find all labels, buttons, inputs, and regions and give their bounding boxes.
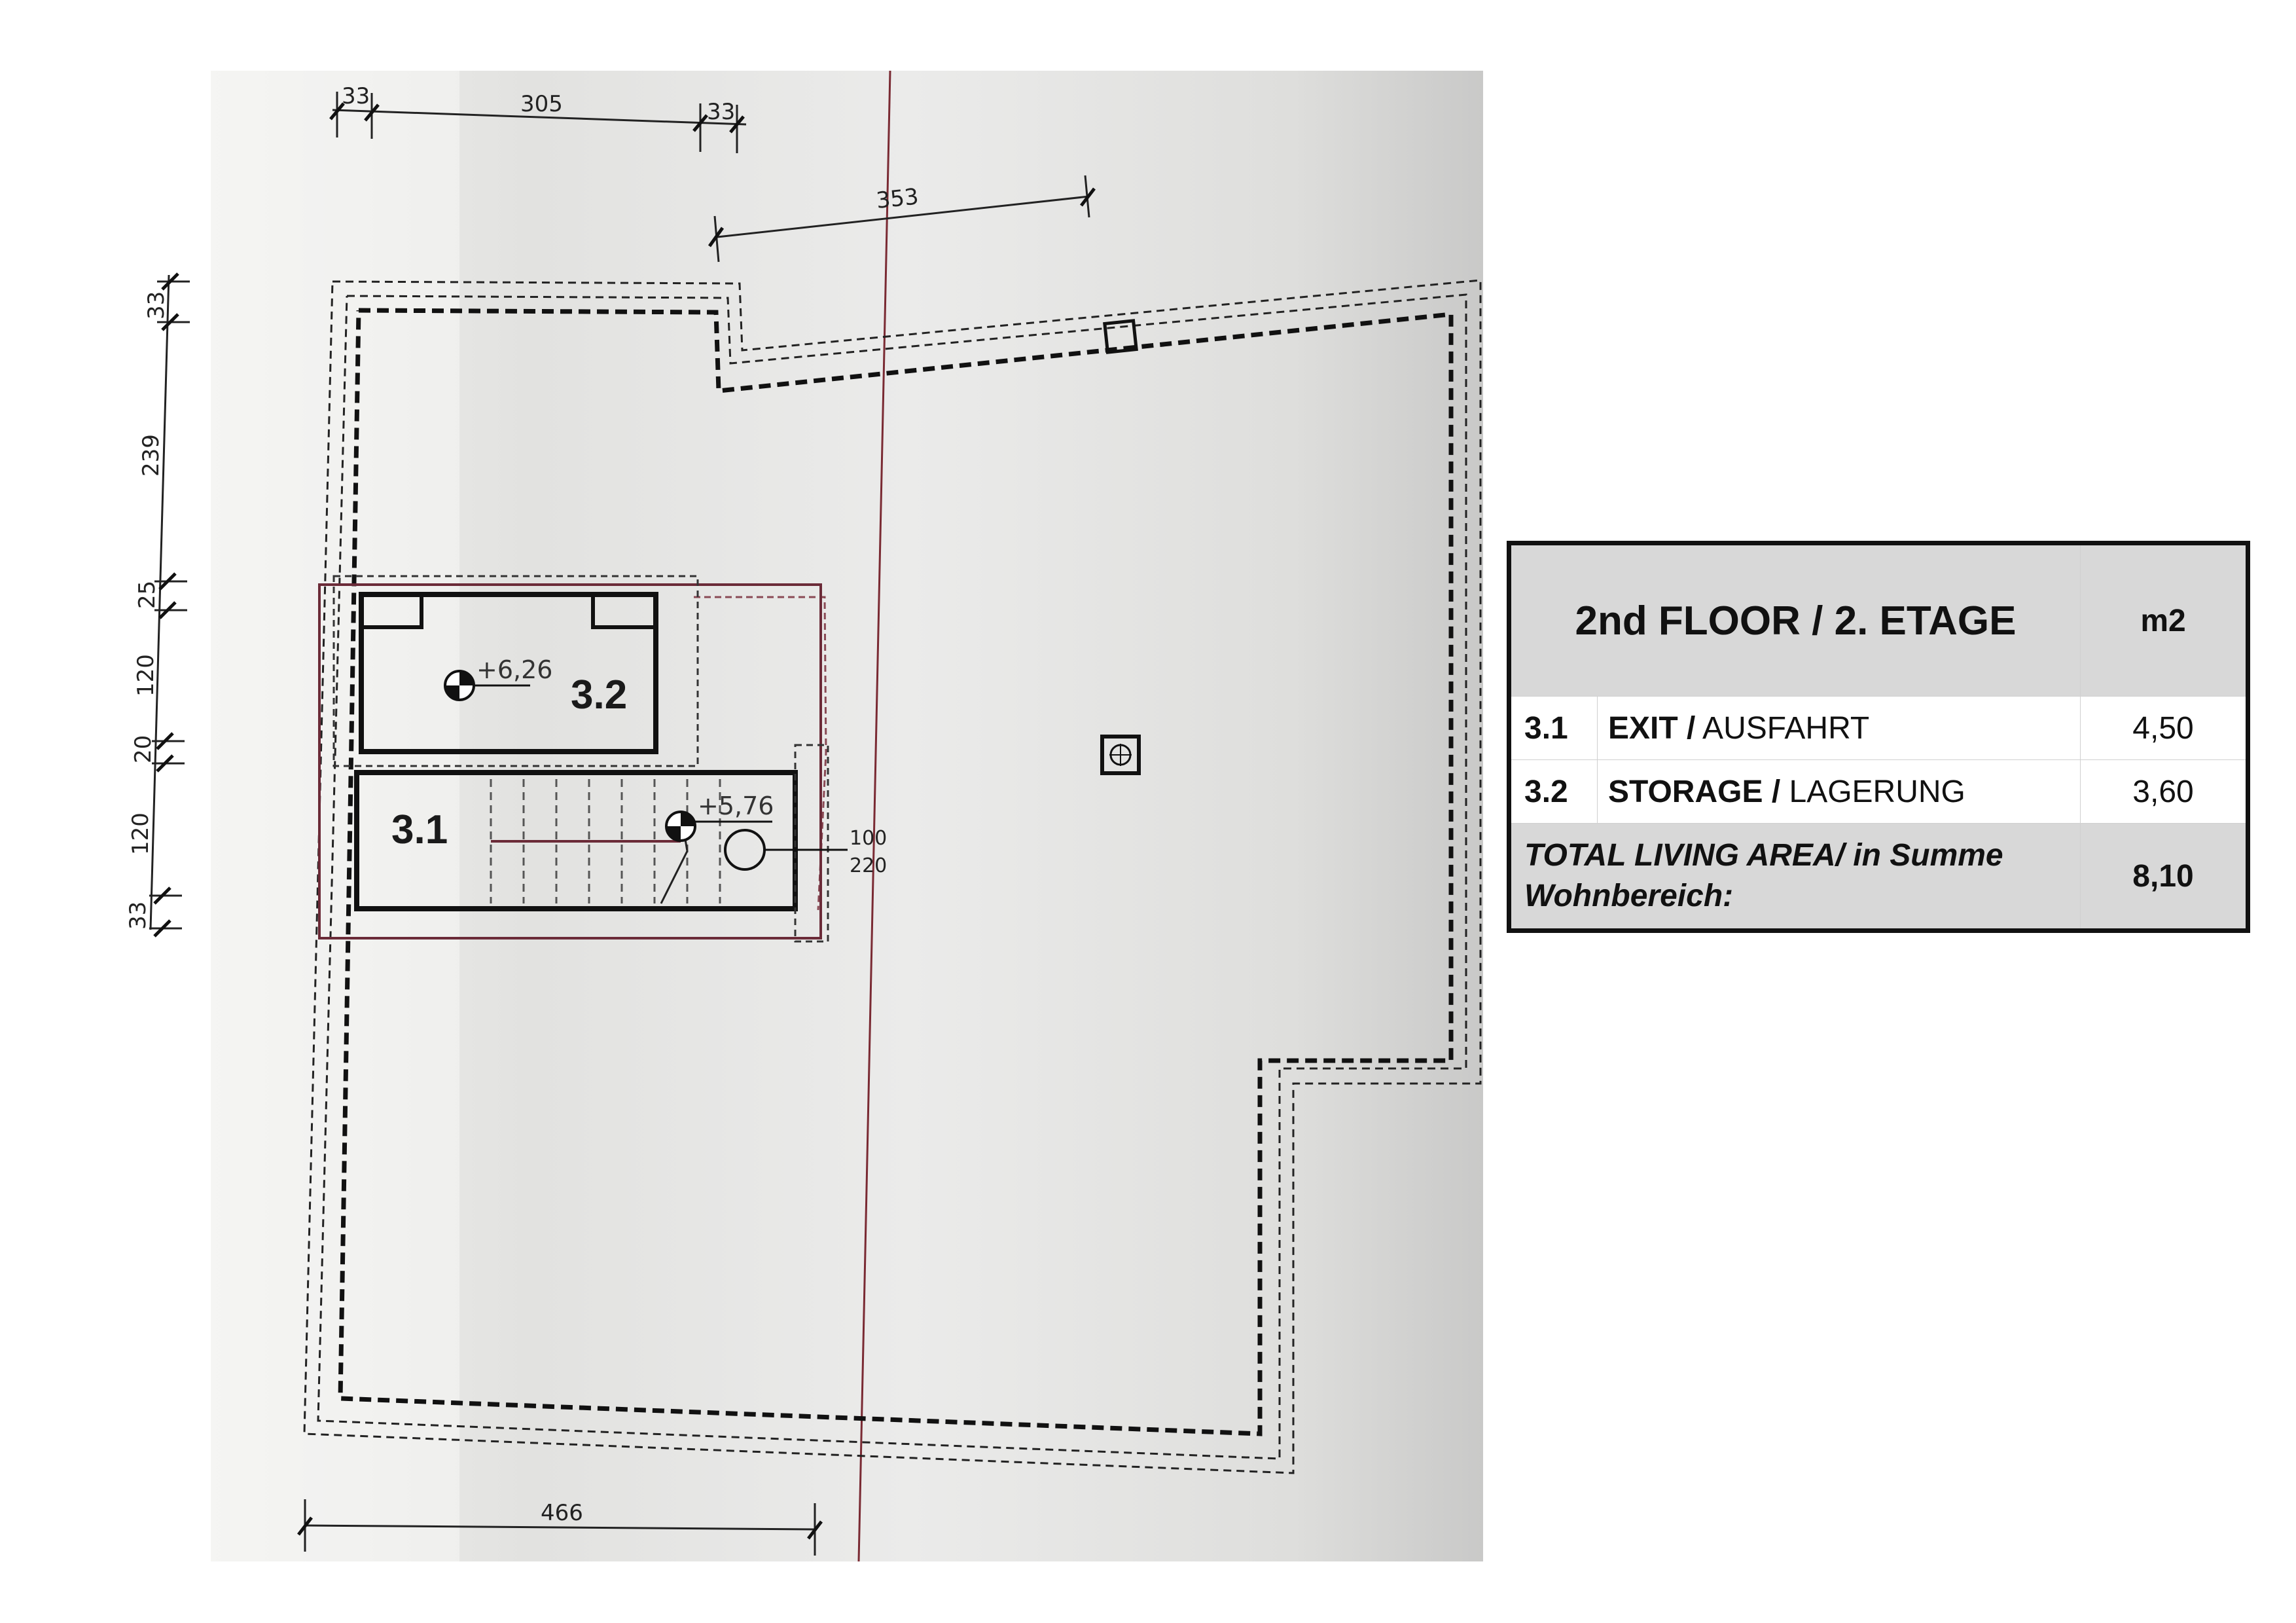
legend-row-value: 3,60 <box>2080 759 2248 824</box>
opening-height: 220 <box>850 854 887 877</box>
dim-bottom-width: 466 <box>541 1500 583 1526</box>
legend-row-value: 4,50 <box>2080 696 2248 760</box>
legend-total-label: TOTAL LIVING AREA/ in Summe Wohnbereich: <box>1509 823 2081 931</box>
legend-label-en: EXIT / <box>1608 710 1696 746</box>
legend-total-value: 8,10 <box>2080 823 2248 931</box>
storage-dashed-frame <box>332 575 699 767</box>
legend-title: 2nd FLOOR / 2. ETAGE <box>1509 543 2081 697</box>
dim-left-height-3: 120 <box>133 654 159 697</box>
area-legend-table: 2nd FLOOR / 2. ETAGE m2 3.1 EXIT / AUSFA… <box>1507 541 2250 933</box>
paper-highlight <box>211 71 459 1561</box>
top-window <box>1103 319 1138 354</box>
dim-left-height-2: 25 <box>134 581 160 609</box>
room-label-storage: 3.2 <box>571 672 627 718</box>
dim-left-height-5: 120 <box>128 812 154 855</box>
dim-top-offset: 353 <box>875 183 920 214</box>
elevation-exit: +5,76 <box>698 792 774 820</box>
core-outline <box>694 596 827 911</box>
elevation-storage: +6,26 <box>476 655 552 684</box>
legend-row-storage: 3.2 STORAGE / LAGERUNG 3,60 <box>1509 759 2248 824</box>
core-frame <box>318 583 822 939</box>
legend-row-num: 3.2 <box>1509 759 1598 824</box>
outer-wall-outline <box>303 279 1482 1474</box>
legend-row-label: EXIT / AUSFAHRT <box>1597 696 2081 760</box>
legend-row-label: STORAGE / LAGERUNG <box>1597 759 2081 824</box>
legend-row-num: 3.1 <box>1509 696 1598 760</box>
dim-left-wall-bottom: 33 <box>125 902 151 930</box>
drain-symbol <box>1100 735 1141 775</box>
legend-header-row: 2nd FLOOR / 2. ETAGE m2 <box>1509 543 2248 697</box>
dim-left-height-1: 239 <box>138 434 164 477</box>
legend-label-en: STORAGE / <box>1608 774 1781 809</box>
exit-dashed-frame <box>794 744 829 943</box>
room-storage <box>359 592 658 754</box>
legend-label-de: LAGERUNG <box>1780 774 1965 809</box>
stair-treads <box>490 779 721 903</box>
legend-row-exit: 3.1 EXIT / AUSFAHRT 4,50 <box>1509 696 2248 760</box>
elevation-marker-storage <box>444 670 530 701</box>
storage-door-right <box>591 593 658 629</box>
dimension-ticks <box>153 102 1096 1540</box>
room-label-exit: 3.1 <box>391 807 448 852</box>
legend-label-de: AUSFAHRT <box>1695 710 1870 746</box>
dim-left-height-4: 20 <box>130 735 156 763</box>
dim-top-right-wall: 33 <box>707 99 735 125</box>
axis-line <box>857 70 891 1562</box>
opening-width: 100 <box>850 827 887 850</box>
dim-left-wall-top: 33 <box>143 291 170 319</box>
legend-unit: m2 <box>2080 543 2248 697</box>
dim-top-left-wall: 33 <box>342 83 370 109</box>
dim-top-width: 305 <box>520 91 563 117</box>
elevation-marker-exit <box>665 811 772 842</box>
storage-door-left <box>359 593 423 629</box>
legend-total-row: TOTAL LIVING AREA/ in Summe Wohnbereich:… <box>1509 823 2248 931</box>
